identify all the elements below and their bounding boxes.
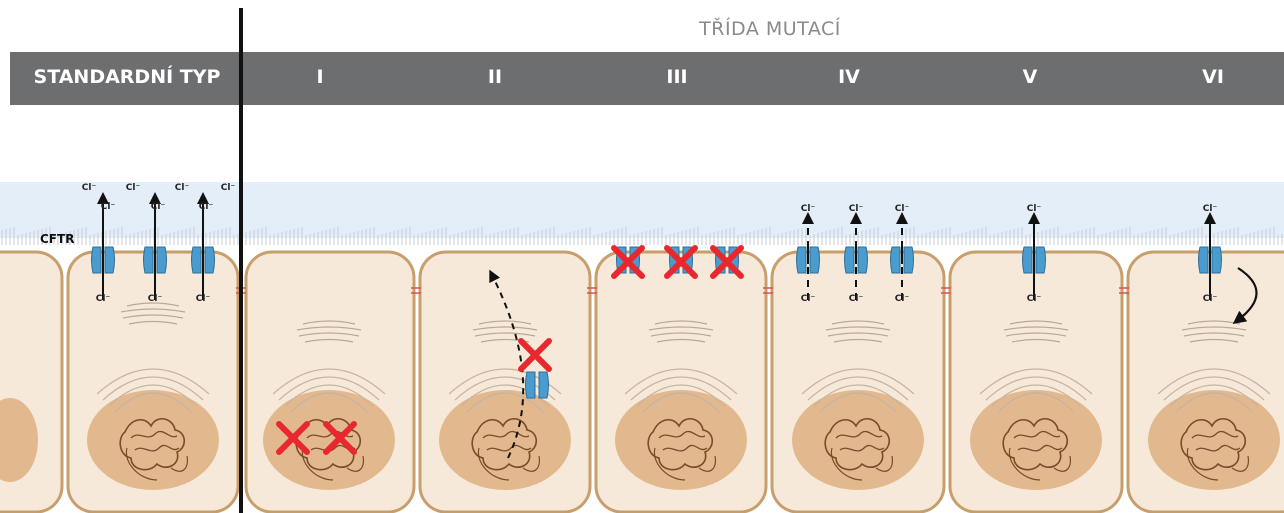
chloride-ion-label: Cl⁻ [801, 294, 815, 304]
chloride-ion-label: Cl⁻ [82, 183, 96, 193]
chloride-ion-label: Cl⁻ [96, 294, 110, 304]
chloride-ion-label: Cl⁻ [849, 294, 863, 304]
chloride-ion-label: Cl⁻ [1203, 294, 1217, 304]
cftr-label: CFTR [40, 232, 74, 246]
chloride-ion-label: Cl⁻ [895, 204, 909, 214]
chloride-ion-label: Cl⁻ [1027, 294, 1041, 304]
vertical-divider [239, 8, 243, 513]
chloride-ion-label: Cl⁻ [151, 202, 165, 212]
chloride-ion-label: Cl⁻ [849, 204, 863, 214]
chloride-ion-label: Cl⁻ [126, 183, 140, 193]
chloride-ion-label: Cl⁻ [199, 202, 213, 212]
chloride-ion-label: Cl⁻ [801, 204, 815, 214]
chloride-ion-label: Cl⁻ [196, 294, 210, 304]
extracellular-region [0, 182, 1284, 238]
chloride-ion-label: Cl⁻ [221, 183, 235, 193]
chloride-ion-label: Cl⁻ [1203, 204, 1217, 214]
chloride-ion-label: Cl⁻ [895, 294, 909, 304]
chloride-ion-label: Cl⁻ [1027, 204, 1041, 214]
chloride-ion-label: Cl⁻ [148, 294, 162, 304]
chloride-ion-label: Cl⁻ [175, 183, 189, 193]
chloride-ion-label: Cl⁻ [101, 202, 115, 212]
